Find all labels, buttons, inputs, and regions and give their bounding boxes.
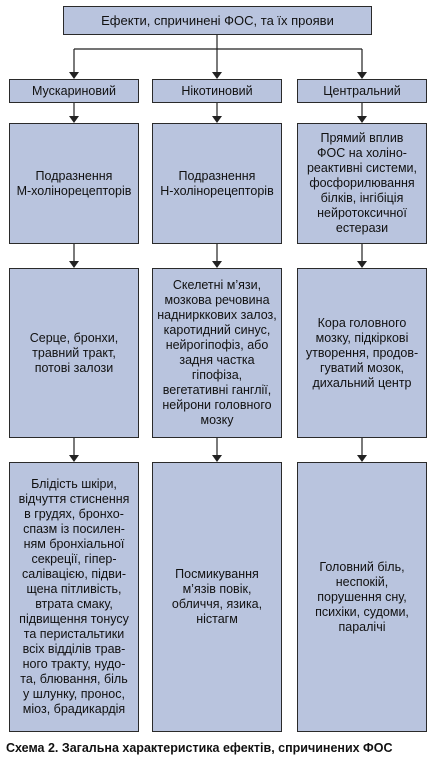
figure-caption: Схема 2. Загальна характеристика ефектів… xyxy=(6,741,393,755)
muscarinic-symptoms-box: Блідість шкіри, відчуття стиснення в гру… xyxy=(9,462,139,732)
nicotinic-receptor-box: Подразнення Н-холінорецепторів xyxy=(152,123,282,244)
central-targets-box: Кора головного мозку, підкіркові утворен… xyxy=(297,268,427,438)
header-central: Центральний xyxy=(297,79,427,103)
header-nicotinic: Нікотиновий xyxy=(152,79,282,103)
central-symptoms-box: Головний біль, неспокій, порушення сну, … xyxy=(297,462,427,732)
header-muscarinic: Мускариновий xyxy=(9,79,139,103)
nicotinic-targets-box: Скелетні м’язи, мозкова речовина наднирк… xyxy=(152,268,282,438)
muscarinic-receptor-box: Подразнення М-холінорецепторів xyxy=(9,123,139,244)
central-mechanism-box: Прямий вплив ФОС на холіно- реактивні си… xyxy=(297,123,427,244)
nicotinic-symptoms-box: Посмикування м’язів повік, обличчя, язик… xyxy=(152,462,282,732)
muscarinic-targets-box: Серце, бронхи, травний тракт, потові зал… xyxy=(9,268,139,438)
diagram-title: Ефекти, спричинені ФОС, та їх прояви xyxy=(63,6,372,35)
